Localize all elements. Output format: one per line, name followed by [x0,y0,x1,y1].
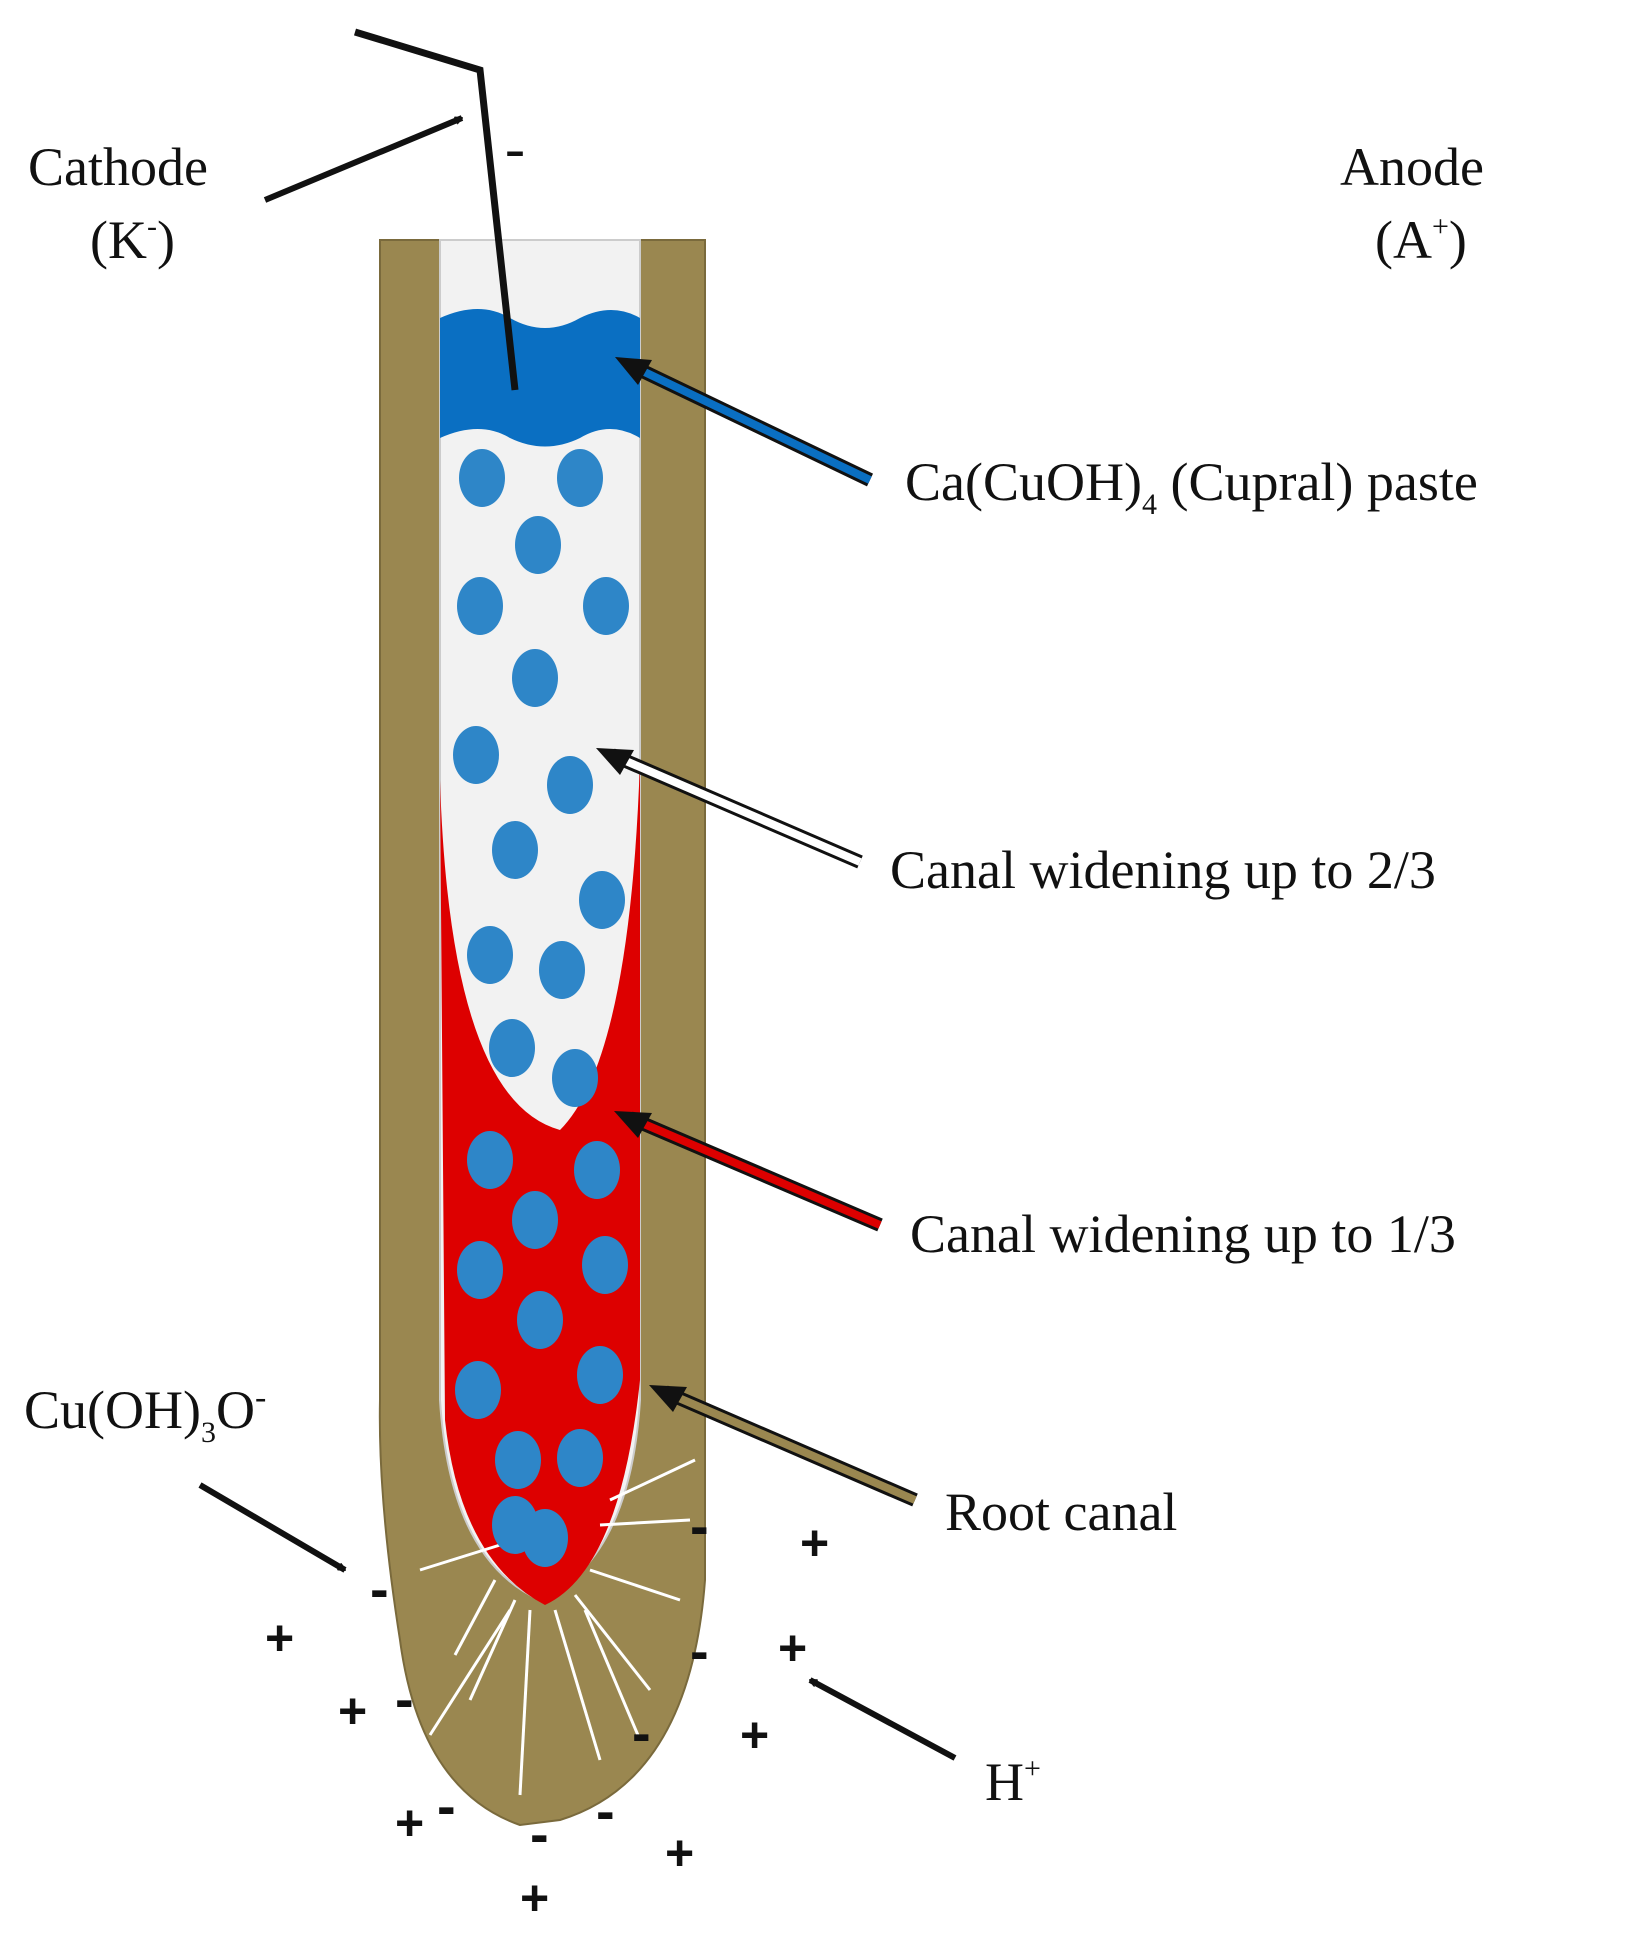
widening-two-thirds-arrow [596,748,863,869]
particle [457,577,503,635]
canal-widening-two-thirds-label: Canal widening up to 2/3 [890,840,1436,900]
cupral-paste-label: Ca(CuOH)4 (Cupral) paste [905,452,1478,521]
anion-arrow [198,1482,345,1573]
minus-charge: - [596,1779,615,1842]
minus-charge: - [370,1557,389,1620]
plus-charge: + [520,1870,549,1926]
particle [467,926,513,984]
particle [459,449,505,507]
plus-charge: + [395,1795,424,1851]
plus-charge: + [800,1515,829,1571]
particle [492,821,538,879]
cathode-symbol-label: (K-) [90,210,175,270]
cathode-wire [353,28,519,391]
particle [517,1291,563,1349]
cathode-wire-sign: - [505,115,525,181]
particle [577,1346,623,1404]
anode-label: Anode [1340,137,1484,197]
root-canal-label: Root canal [945,1482,1177,1542]
cupral-particles [453,449,629,1567]
particle [583,577,629,635]
canal-widening-one-third-label: Canal widening up to 1/3 [910,1204,1456,1264]
plus-charge: + [338,1683,367,1739]
particle [457,1241,503,1299]
plus-charge: + [778,1620,807,1676]
minus-charge: - [530,1802,549,1865]
particle [557,1429,603,1487]
anion-label: Cu(OH)3O- [24,1379,266,1449]
particle [515,516,561,574]
particle [455,1361,501,1419]
proton-arrow [810,1677,957,1761]
proton-label: H+ [985,1752,1041,1812]
particle [522,1509,568,1567]
widening-one-third-arrow [614,1111,883,1232]
particle [512,1191,558,1249]
plus-charge: + [265,1610,294,1666]
particle [495,1431,541,1489]
particle [557,449,603,507]
particle [582,1236,628,1294]
particle [539,941,585,999]
ion-charges: -+-+-++--++---++ [265,1494,829,1926]
particle [453,726,499,784]
dentinal-tubules [419,1458,696,1796]
cathode-label: Cathode [28,137,208,197]
anode-symbol-label: (A+) [1375,210,1467,270]
minus-charge: - [690,1619,709,1682]
cathode-arrow [263,115,462,203]
particle [467,1131,513,1189]
minus-charge: - [632,1701,651,1764]
particle [552,1049,598,1107]
root-canal-arrow [649,1385,918,1507]
particle [574,1141,620,1199]
paste-arrow [615,357,874,487]
minus-charge: - [437,1774,456,1837]
particle [547,756,593,814]
plus-charge: + [740,1707,769,1763]
minus-charge: - [690,1494,709,1557]
particle [489,1019,535,1077]
minus-charge: - [395,1667,414,1730]
cupral-paste-layer [440,309,640,447]
plus-charge: + [665,1825,694,1881]
particle [579,871,625,929]
particle [512,649,558,707]
